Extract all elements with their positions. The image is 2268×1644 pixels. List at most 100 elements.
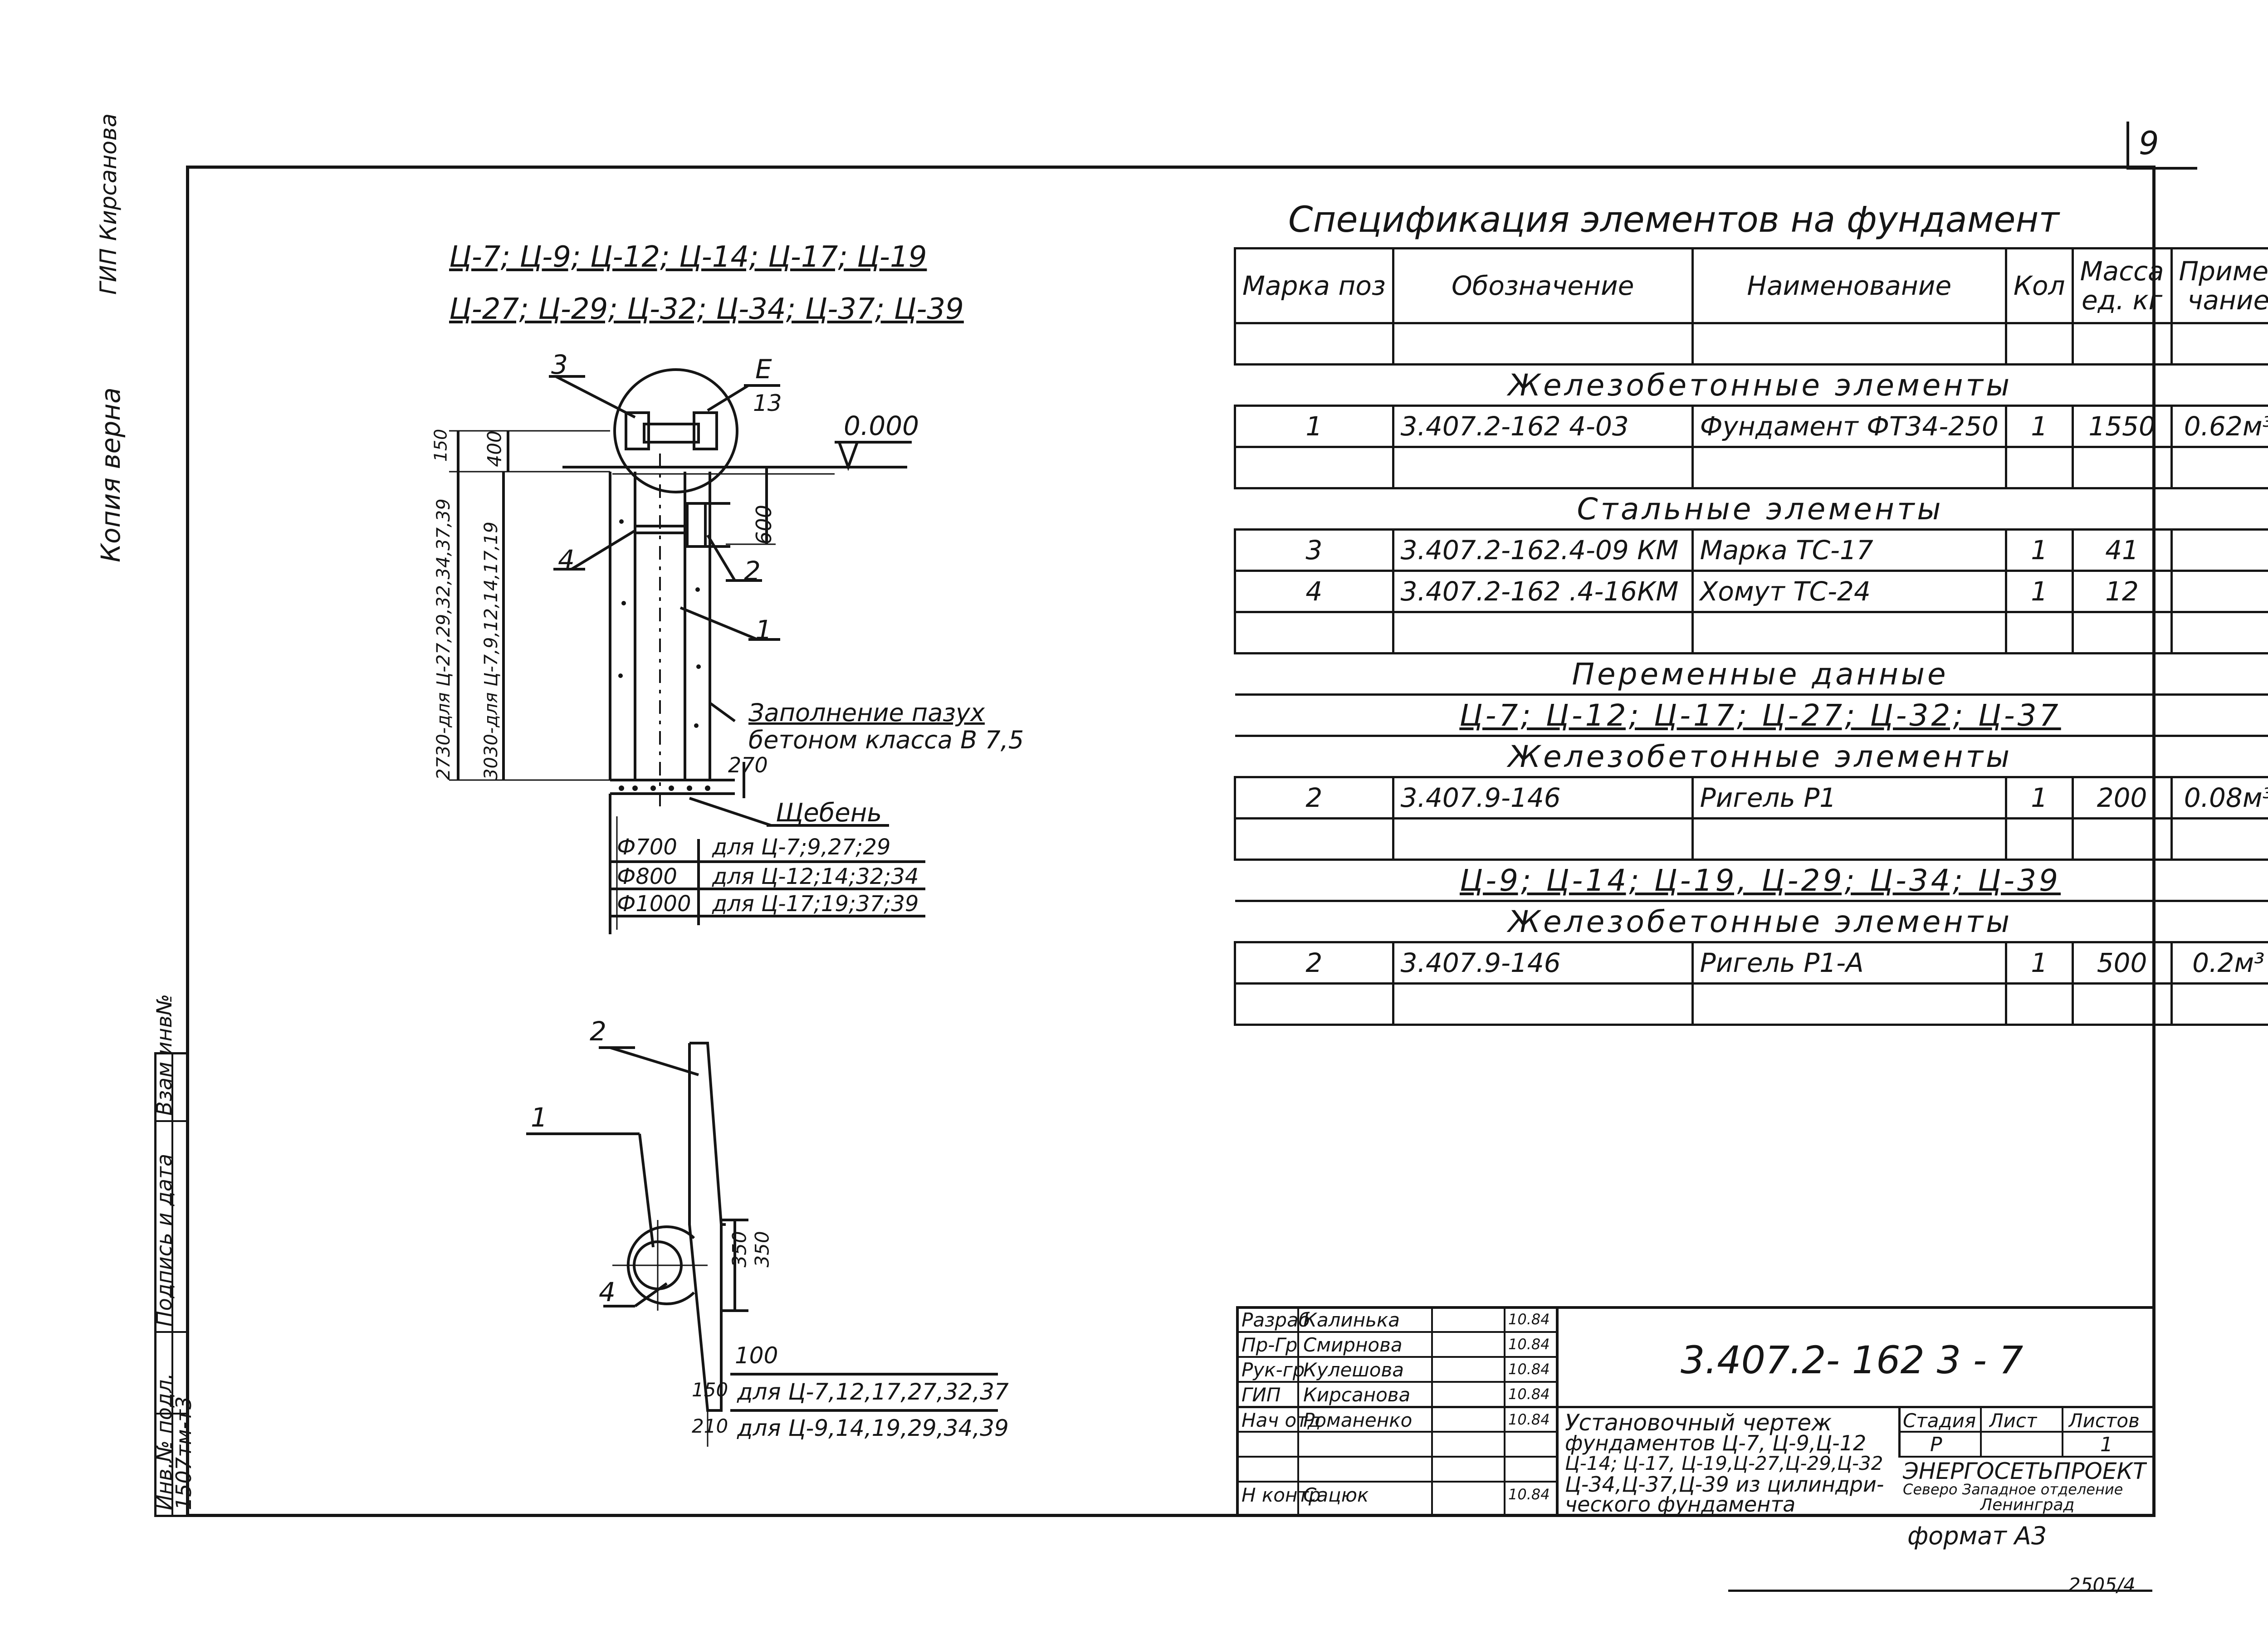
- plan-callout-1: 1: [531, 1102, 547, 1133]
- dia-row-2-for: для Ц-12;14;32;34: [712, 864, 919, 889]
- row2a-name: Ригель Р1: [1691, 776, 2007, 820]
- tb-role-4: ГИП: [1242, 1384, 1281, 1406]
- tb-org-1: ЭНЕРГОСЕТЬПРОЕКТ: [1903, 1458, 2147, 1484]
- row2a-note: 0.08м³: [2170, 776, 2268, 820]
- section-row: Переменные данные: [1235, 652, 2268, 696]
- hdr-designation: Обозначение: [1392, 247, 1694, 324]
- spec-title: Спецификация элементов на фундамент: [1288, 200, 2059, 240]
- row4-mass: 12: [2071, 570, 2173, 613]
- row1-note: 0.62м³: [2170, 405, 2268, 448]
- tb-date-6: 10.84: [1508, 1486, 1550, 1503]
- callout-1: 1: [755, 615, 772, 645]
- fill-note-2: бетоном класса В 7,5: [748, 726, 1024, 754]
- plan-drawing: [526, 1042, 998, 1447]
- plan-dim-150: 150: [692, 1379, 728, 1401]
- tb-name-2: Смирнова: [1303, 1334, 1403, 1356]
- section-row: Железобетонные элементы: [1235, 735, 2268, 778]
- table-row: 1 3.407.2-162 4-03 Фундамент ФТ34-250 1 …: [1234, 405, 2268, 448]
- callout-2: 2: [744, 556, 761, 586]
- dia-row-3-d: Ф1000: [617, 891, 691, 917]
- row3-qty: 1: [2004, 528, 2074, 572]
- tb-desc-4: Ц-34,Ц-37,Ц-39 из цилиндри-: [1565, 1472, 1884, 1497]
- title-block: Разраб Калинька 10.84 Пр-Гр Смирнова 10.…: [1236, 1306, 2152, 1517]
- plan-note-1: для Ц-7,12,17,27,32,37: [737, 1379, 1009, 1405]
- stamp-strip-line-1: [154, 1120, 186, 1122]
- spec-header-row: Марка поз Обозначение Наименование Кол М…: [1234, 247, 2268, 324]
- tb-date-2: 10.84: [1508, 1336, 1550, 1353]
- stamp-strip-line-2: [154, 1331, 186, 1333]
- row1-qty: 1: [2004, 405, 2074, 448]
- tb-desc-3: Ц-14; Ц-17, Ц-19,Ц-27,Ц-29,Ц-32: [1565, 1452, 1883, 1474]
- row3-name: Марка ТС-17: [1691, 528, 2007, 572]
- spec-table: Марка поз Обозначение Наименование Кол М…: [1234, 247, 2268, 1026]
- row2b-name: Ригель Р1-А: [1691, 941, 2007, 985]
- section-group2: Ц-9; Ц-14; Ц-19, Ц-29; Ц-34; Ц-39: [1235, 859, 2268, 902]
- tb-code: 3.407.2- 162 3 - 7: [1681, 1338, 2024, 1382]
- row3-designation: 3.407.2-162.4-09 КМ: [1392, 528, 1694, 572]
- row1-mark: 1: [1234, 405, 1394, 448]
- row2b-mark: 2: [1234, 941, 1394, 985]
- section-rc1: Железобетонные элементы: [1235, 363, 2268, 407]
- tb-sheets: 1: [2100, 1433, 2113, 1456]
- callout-4: 4: [558, 544, 575, 575]
- row2a-designation: 3.407.9-146: [1392, 776, 1694, 820]
- row4-name: Хомут ТС-24: [1691, 570, 2007, 613]
- plan-dim-350a: 350: [728, 1231, 751, 1268]
- section-rc3: Железобетонные элементы: [1235, 900, 2268, 943]
- section-steel: Стальные элементы: [1235, 487, 2268, 531]
- table-row: 2 3.407.9-146 Ригель Р1 1 200 0.08м³: [1234, 776, 2268, 820]
- plan-callout-2: 2: [590, 1016, 606, 1047]
- tb-org-3: Ленинград: [1980, 1496, 2075, 1514]
- dia-row-1-for: для Ц-7;9,27;29: [712, 834, 891, 860]
- stamp-strip: [154, 1052, 186, 1517]
- strip-inv-value: 1507тм-т3: [171, 1396, 196, 1510]
- table-row: [1234, 446, 2268, 489]
- drawing-headline-1: Ц-7; Ц-9; Ц-12; Ц-14; Ц-17; Ц-19: [449, 240, 927, 274]
- tb-date-1: 10.84: [1508, 1311, 1550, 1328]
- row3-mark: 3: [1234, 528, 1394, 572]
- row1-mass: 1550: [2071, 405, 2173, 448]
- strip-sign: Подпись и дата: [152, 1153, 176, 1327]
- tb-desc-1: Установочный чертеж: [1565, 1410, 1832, 1436]
- page-number: 9: [2139, 125, 2159, 162]
- row4-note: [2170, 570, 2268, 613]
- row1-designation: 3.407.2-162 4-03: [1392, 405, 1694, 448]
- tb-date-4: 10.84: [1508, 1385, 1550, 1403]
- tb-stage: Р: [1930, 1433, 1942, 1456]
- section-row: Ц-7; Ц-12; Ц-17; Ц-27; Ц-32; Ц-37: [1235, 693, 2268, 737]
- tb-org-2: Северо Западное отделение: [1903, 1481, 2123, 1498]
- row2b-note: 0.2м³: [2170, 941, 2268, 985]
- doc-inv-number: 2505/4: [2068, 1574, 2136, 1596]
- callout-13: 13: [753, 390, 782, 416]
- tb-role-5: Нач отд: [1242, 1409, 1321, 1431]
- bottom-rule: [1728, 1590, 2152, 1592]
- tb-name-3: Кулешова: [1303, 1359, 1404, 1381]
- section-rc2: Железобетонные элементы: [1235, 735, 2268, 778]
- row2b-mass: 500: [2071, 941, 2173, 985]
- table-row: 4 3.407.2-162 .4-16КМ Хомут ТС-24 1 12: [1234, 570, 2268, 613]
- row3-note: [2170, 528, 2268, 572]
- section-group1: Ц-7; Ц-12; Ц-17; Ц-27; Ц-32; Ц-37: [1235, 693, 2268, 737]
- dia-row-3-for: для Ц-17;19;37;39: [712, 891, 919, 917]
- hdr-mark: Марка поз: [1234, 247, 1394, 324]
- tb-desc-2: фундаментов Ц-7, Ц-9,Ц-12: [1565, 1431, 1867, 1455]
- drawing-headline-2: Ц-27; Ц-29; Ц-32; Ц-34; Ц-37; Ц-39: [449, 293, 964, 326]
- plan-note-2: для Ц-9,14,19,29,34,39: [737, 1415, 1009, 1441]
- table-row: [1234, 611, 2268, 654]
- row4-designation: 3.407.2-162 .4-16КМ: [1392, 570, 1694, 613]
- tb-role-6: Н контр: [1242, 1484, 1321, 1506]
- section-row: Стальные элементы: [1235, 487, 2268, 531]
- format-label: формат А3: [1907, 1522, 2047, 1550]
- stamp-strip-divider: [171, 1052, 173, 1517]
- plan-callout-4: 4: [599, 1277, 616, 1307]
- plan-dim-210: 210: [692, 1415, 728, 1437]
- tb-name-6: Сацюк: [1303, 1484, 1369, 1506]
- tb-sheet-h: Лист: [1989, 1410, 2038, 1432]
- dia-row-1-d: Ф700: [617, 834, 677, 860]
- tb-sheets-h: Листов: [2068, 1410, 2140, 1432]
- row2a-mark: 2: [1234, 776, 1394, 820]
- callout-e: Е: [755, 354, 772, 385]
- row4-qty: 1: [2004, 570, 2074, 613]
- tb-name-4: Кирсанова: [1303, 1384, 1411, 1406]
- table-row: 3 3.407.2-162.4-09 КМ Марка ТС-17 1 41: [1234, 528, 2268, 572]
